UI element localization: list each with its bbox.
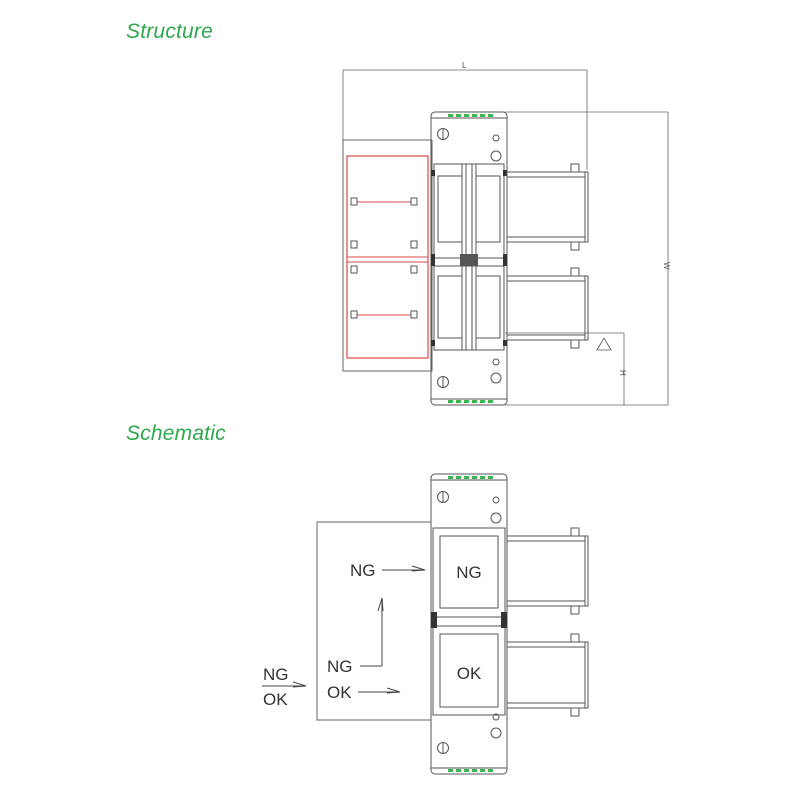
dimension-width: W <box>505 111 671 406</box>
arrow-input <box>262 681 307 688</box>
schematic-screw-top-icon <box>437 491 449 503</box>
schematic-hole-bottom-small-icon <box>492 713 500 721</box>
schematic-screw-bottom-icon <box>437 742 449 754</box>
schematic-hole-top-icon <box>490 512 502 524</box>
dimension-height-label: H <box>618 370 627 376</box>
hole-top-icon <box>490 150 502 162</box>
screw-top-left-icon <box>437 128 449 140</box>
ng-arrow-label: NG <box>350 561 376 580</box>
left-housing <box>342 139 433 372</box>
schematic-hole-bottom-icon <box>490 727 502 739</box>
dimension-width-label: W <box>662 262 671 270</box>
schematic-arm-lower <box>506 633 589 717</box>
ok-arrow-label: OK <box>327 683 352 702</box>
hole-bottom-icon <box>490 372 502 384</box>
ng-corner-label: NG <box>327 657 353 676</box>
input-ng-label: NG <box>263 665 289 684</box>
hole-top-small-icon <box>492 134 500 142</box>
terminal-strip-bottom <box>448 400 493 403</box>
structure-diagram: L W H <box>342 61 671 406</box>
dimension-height: H <box>505 332 627 405</box>
schematic-main-body <box>430 473 508 775</box>
arrow-ok-to-box <box>358 687 401 694</box>
terminal-strip-top <box>448 114 493 117</box>
dimension-length: L <box>342 61 588 170</box>
input-ok-label: OK <box>263 690 288 709</box>
right-arm-lower <box>506 267 589 349</box>
schematic-clips <box>431 612 507 628</box>
hole-bottom-small-icon <box>492 358 500 366</box>
right-arm-upper <box>506 163 589 251</box>
dimension-length-label: L <box>462 61 467 70</box>
schematic-hole-top-small-icon <box>492 496 500 504</box>
screw-bottom-left-icon <box>437 376 449 388</box>
schematic-diagram: NG OK NG NG OK NG OK <box>262 473 589 775</box>
schematic-heading: Schematic <box>126 422 226 445</box>
ng-box <box>439 535 499 609</box>
arrow-ng-to-box <box>382 565 426 572</box>
schematic-arm-upper <box>506 527 589 615</box>
main-body <box>430 111 508 406</box>
tray-clips <box>350 197 418 319</box>
ok-box-label: OK <box>457 664 482 683</box>
structure-heading: Structure <box>126 20 213 43</box>
ok-box <box>439 633 499 708</box>
rail-clips <box>431 170 507 346</box>
arrow-ng-corner <box>360 597 384 667</box>
schematic-terminal-top <box>448 476 493 479</box>
schematic-terminal-bottom <box>448 769 493 772</box>
ng-box-label: NG <box>456 563 482 582</box>
